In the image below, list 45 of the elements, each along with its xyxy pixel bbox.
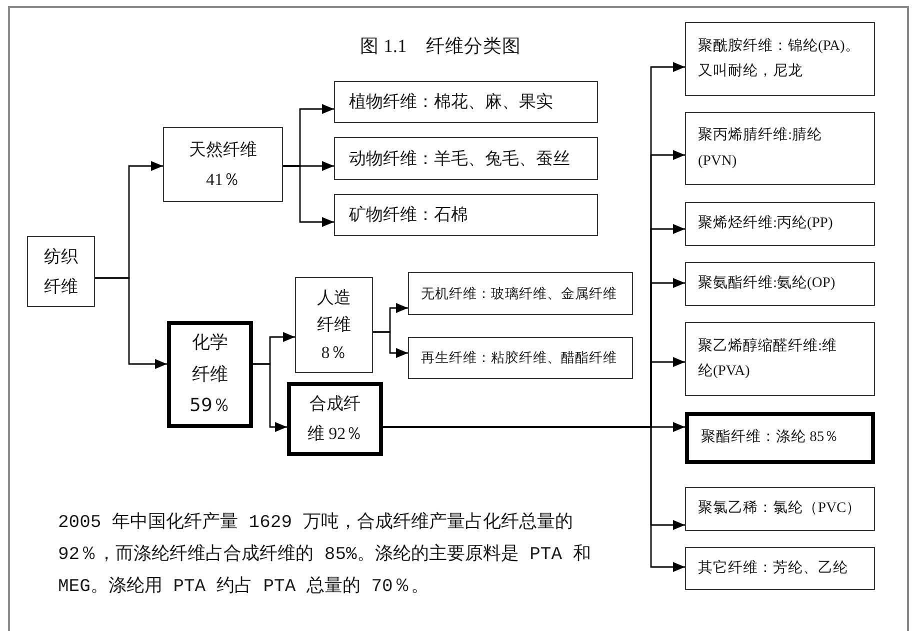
category-box [334, 194, 598, 236]
category-label: 合成纤维 92％ [306, 393, 364, 445]
category-box [334, 137, 598, 180]
category-label: 人造纤维 [316, 287, 352, 336]
category-label: 再生纤维：粘胶纤维、醋酯纤维 [421, 349, 617, 368]
category-box [287, 382, 383, 456]
category-box [685, 22, 875, 96]
arrow [253, 363, 287, 432]
percent-label: 8％ [321, 342, 347, 364]
category-label: 聚乙烯醇缩醛纤维:维纶(PVA) [698, 336, 838, 381]
category-box [685, 547, 875, 590]
category-label: 化学纤维 [191, 331, 229, 387]
category-box [295, 277, 373, 373]
category-box [27, 236, 95, 307]
percent-label: 41％ [206, 168, 240, 190]
category-box [163, 127, 283, 202]
category-label: 聚氯乙稀：氯纶（PVC） [698, 499, 862, 518]
note-text: 2005 年中国化纤产量 1629 万吨，合成纤维产量占化纤总量的92％，而涤纶纤维占合成纤维的 85%。涤纶的主要原料是 PTA 和 MEG。涤纶用 PTA 约占 PTA 总量的 70％。 [58, 511, 592, 599]
category-label: 聚酯纤维：涤纶 85％ [701, 428, 840, 448]
figure-title: 图 1.1 纤维分类图 [360, 36, 521, 59]
category-box [685, 202, 875, 246]
category-box [685, 262, 875, 306]
category-label: 纺织纤维 [42, 246, 79, 298]
arrow [283, 165, 334, 227]
category-label: 植物纤维：棉花、麻、果实 [349, 91, 553, 114]
arrow [95, 277, 167, 369]
category-box [167, 321, 253, 428]
category-box [408, 337, 633, 379]
category-label: 无机纤维：玻璃纤维、金属纤维 [421, 284, 617, 303]
category-box [685, 112, 875, 185]
category-box [685, 412, 875, 464]
arrow [373, 331, 408, 358]
category-box [685, 322, 875, 396]
category-box [685, 487, 875, 531]
category-label: 聚丙烯腈纤维:腈纶(PVN) [698, 126, 824, 170]
category-label: 聚烯烃纤维:丙纶(PP) [698, 214, 833, 234]
category-label: 矿物纤维：石棉 [349, 204, 468, 226]
category-label: 聚氨酯纤维:氨纶(OP) [698, 274, 836, 294]
category-label: 天然纤维 [189, 138, 257, 161]
category-label: 其它纤维：芳纶、乙纶 [698, 558, 848, 578]
category-box [408, 272, 633, 315]
category-box [334, 81, 598, 123]
percent-label: 59％ [190, 394, 230, 418]
category-label: 动物纤维：羊毛、兔毛、蚕丝 [349, 148, 570, 170]
category-label: 聚酰胺纤维：锦纶(PA)。又叫耐纶，尼龙 [698, 36, 861, 81]
